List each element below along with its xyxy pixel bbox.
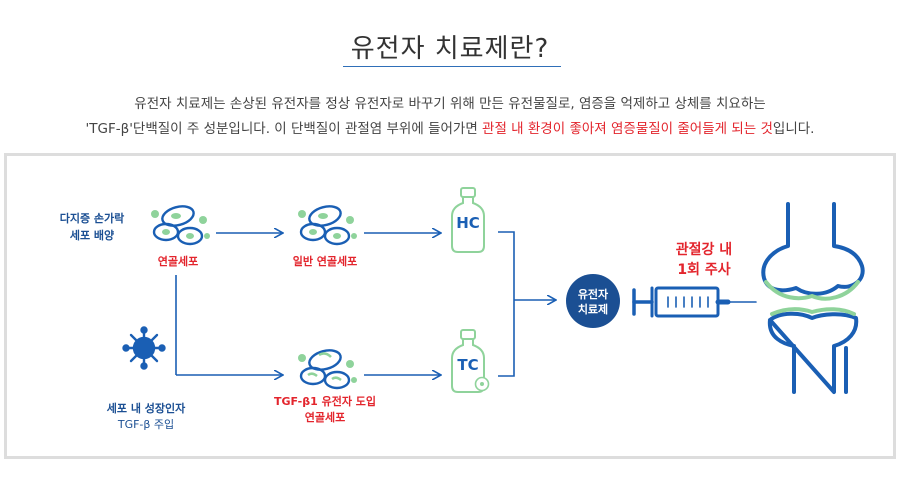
therapy-circle bbox=[566, 274, 620, 328]
source-label-line1: 다지증 손가락 bbox=[60, 211, 125, 225]
growth-factor-line2: TGF-β 주입 bbox=[117, 418, 174, 431]
description-line-2: 'TGF-β'단백질이 주 성분입니다. 이 단백질이 관절염 부위에 들어가면… bbox=[0, 117, 900, 137]
cartilage-cell-label: 연골세포 bbox=[158, 254, 198, 268]
source-label-line2: 세포 배양 bbox=[70, 228, 114, 242]
description-tail: 입니다. bbox=[772, 121, 815, 137]
knee-joint-icon bbox=[761, 202, 865, 394]
description-line-1: 유전자 치료제는 손상된 유전자를 정상 유전자로 바꾸기 위해 만든 유전물질… bbox=[134, 96, 766, 112]
cartilage-highlight bbox=[764, 280, 860, 316]
normal-cell-icon bbox=[298, 205, 357, 246]
growth-factor-line1: 세포 내 성장인자 bbox=[107, 401, 186, 415]
hc-vial-icon bbox=[451, 187, 485, 253]
syringe-icon bbox=[632, 286, 757, 318]
cartilage-cell-icon bbox=[151, 205, 210, 246]
diagram-panel bbox=[4, 153, 896, 459]
tgf-cell-label-line1: TGF-β1 유전자 도입 bbox=[274, 394, 376, 408]
vial-tc-label: TC bbox=[457, 356, 478, 374]
tgf-cell-label-line2: 연골세포 bbox=[305, 410, 345, 424]
description-text: 'TGF-β'단백질이 주 성분입니다. 이 단백질이 관절염 부위에 들어가면 bbox=[85, 121, 483, 137]
merge-connector bbox=[498, 231, 515, 377]
description-highlight: 관절 내 환경이 좋아져 염증물질이 줄어들게 되는 것 bbox=[482, 121, 773, 137]
virus-icon bbox=[122, 326, 166, 370]
therapy-label-line2: 치료제 bbox=[578, 302, 608, 316]
normal-cell-label: 일반 연골세포 bbox=[293, 254, 358, 268]
injection-label-line1: 관절강 내 bbox=[676, 241, 732, 258]
therapy-label-line1: 유전자 bbox=[578, 287, 609, 301]
title-underline bbox=[343, 66, 561, 67]
tc-vial-icon bbox=[451, 329, 490, 393]
vial-hc-label: HC bbox=[456, 214, 480, 232]
page-title: 유전자 치료제란? bbox=[350, 34, 550, 64]
injection-label-line2: 1회 주사 bbox=[677, 262, 730, 278]
tgf-cell-icon bbox=[298, 349, 357, 390]
